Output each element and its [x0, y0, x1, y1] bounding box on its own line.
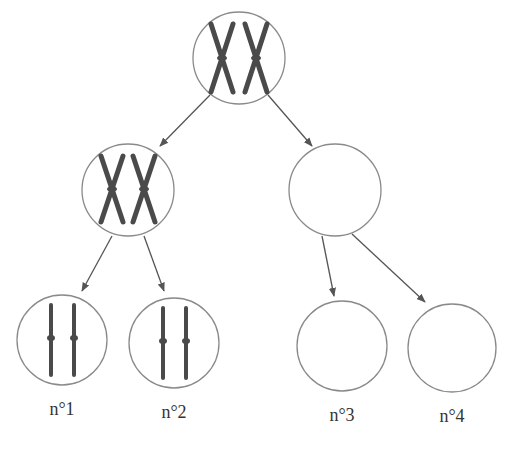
cell-border — [129, 298, 219, 388]
division-arrow — [82, 236, 112, 291]
division-arrow — [268, 95, 312, 146]
cell-border — [297, 301, 387, 391]
cell-border — [17, 295, 107, 385]
chromatid — [182, 308, 190, 378]
cell-number: n°4 — [439, 407, 464, 427]
division-arrow — [322, 236, 334, 296]
division-arrow — [352, 234, 425, 302]
chromatid — [70, 305, 78, 375]
chromatid — [159, 308, 167, 378]
chromosome — [133, 156, 155, 222]
cell-circle: n°2 — [128, 297, 220, 389]
chromosome — [101, 156, 123, 222]
chromosome — [211, 24, 233, 92]
daughter-cell — [82, 144, 174, 236]
cell-outline — [128, 297, 220, 389]
chromatid — [47, 305, 55, 375]
cell-border — [408, 304, 496, 392]
cell-number: n°3 — [329, 406, 354, 426]
mother-cell — [193, 12, 285, 104]
cell-outline — [16, 294, 108, 386]
cell-number: n°2 — [161, 403, 186, 423]
cell-outline — [296, 300, 388, 392]
chromosome — [245, 24, 267, 92]
division-arrow — [160, 95, 210, 146]
cell-outline — [407, 303, 497, 393]
cell-circle: n°1 — [16, 294, 108, 386]
cell-circle: n°3 — [296, 300, 388, 392]
cell-number: n°1 — [49, 400, 74, 420]
daughter-cell — [289, 144, 381, 236]
division-arrow — [144, 236, 164, 291]
cell-circle: n°4 — [407, 303, 497, 393]
